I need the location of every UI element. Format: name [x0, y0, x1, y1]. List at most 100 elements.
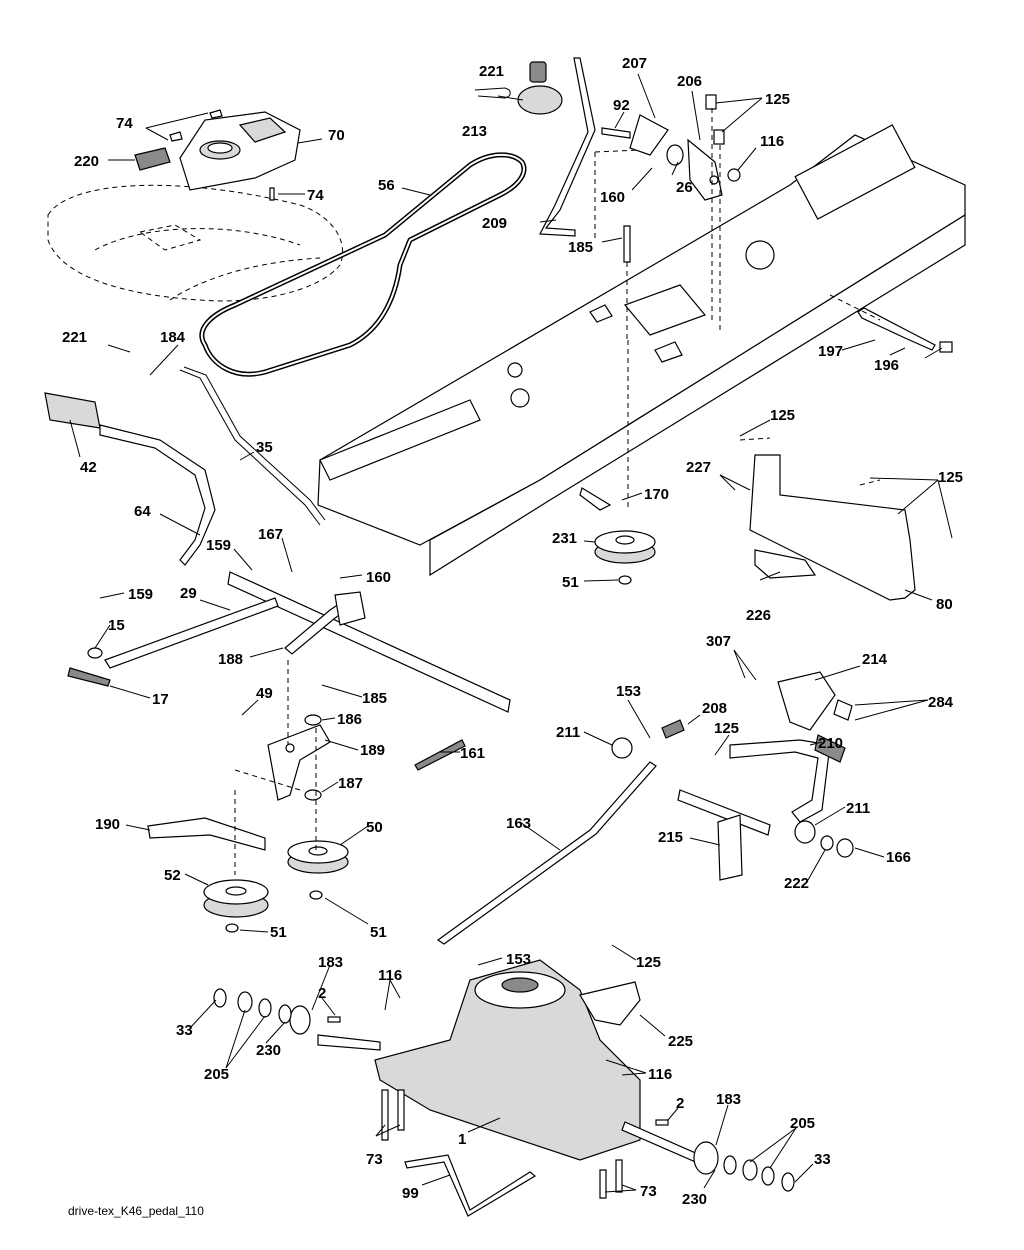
callout-197: 197 [818, 343, 843, 360]
callout-56: 56 [378, 177, 395, 194]
callout-80: 80 [936, 596, 953, 613]
callout-159: 159 [206, 537, 231, 554]
callout-215: 215 [658, 829, 683, 846]
callout-170: 170 [644, 486, 669, 503]
callout-116: 116 [648, 1066, 672, 1083]
callout-2: 2 [318, 985, 326, 1002]
callout-225: 225 [668, 1033, 693, 1050]
bushing-186-187 [304, 714, 322, 801]
callout-205: 205 [790, 1115, 815, 1132]
rod-99 [404, 1154, 537, 1217]
shift-bracket-206 [687, 138, 723, 201]
gauge-220 [134, 147, 171, 171]
transaxle-1 [289, 959, 719, 1175]
callout-labels: 221 213 74 70 220 74 56 207 206 125 92 1… [62, 55, 963, 1208]
callout-184: 184 [160, 329, 186, 346]
spring-17 [67, 667, 111, 687]
callout-211: 211 [556, 724, 580, 741]
callout-92: 92 [613, 97, 630, 114]
callout-185: 185 [568, 239, 593, 256]
callout-160: 160 [366, 569, 391, 586]
callout-160: 160 [600, 189, 625, 206]
callout-222: 222 [784, 875, 809, 892]
callout-209: 209 [482, 215, 507, 232]
callout-33: 33 [176, 1022, 193, 1039]
callout-2: 2 [676, 1095, 684, 1112]
screw-74 [169, 109, 275, 201]
pedal-210 [677, 734, 846, 836]
callout-210: 210 [818, 735, 843, 752]
callout-211: 211 [846, 800, 870, 817]
shift-lever-209 [539, 57, 596, 237]
callout-116: 116 [378, 967, 402, 984]
spring-161 [414, 739, 466, 771]
callout-52: 52 [164, 867, 181, 884]
rod-163 [436, 761, 657, 945]
callout-99: 99 [402, 1185, 419, 1202]
callout-1: 1 [458, 1131, 466, 1148]
pulley-52 [203, 879, 269, 933]
callout-167: 167 [258, 526, 283, 543]
knob-213 [517, 61, 563, 115]
dashed-guides-lower [234, 660, 317, 875]
callout-125: 125 [770, 407, 795, 424]
washer-15 [87, 647, 103, 659]
washers-211-222-166 [611, 737, 854, 858]
callout-163: 163 [506, 815, 531, 832]
callout-159: 159 [128, 586, 153, 603]
callout-125: 125 [938, 469, 963, 486]
arm-188 [284, 591, 366, 655]
rod-29 [104, 597, 279, 669]
callout-231: 231 [552, 530, 577, 547]
callout-206: 206 [677, 73, 702, 90]
callout-125: 125 [636, 954, 661, 971]
callout-50: 50 [366, 819, 383, 836]
lever-64 [99, 424, 216, 566]
callout-186: 186 [337, 711, 362, 728]
callout-214: 214 [862, 651, 888, 668]
idler-pulley-231 [579, 487, 656, 585]
callout-51: 51 [562, 574, 579, 591]
grip-42 [44, 392, 101, 429]
callout-161: 161 [460, 745, 485, 762]
callout-15: 15 [108, 617, 125, 634]
callout-284: 284 [928, 694, 954, 711]
callout-213: 213 [462, 123, 487, 140]
washers-33-205-230 [213, 988, 795, 1192]
diagram-caption: drive-tex_K46_pedal_110 [68, 1204, 204, 1218]
bracket-225 [579, 981, 641, 1026]
bracket-226 [754, 549, 817, 579]
callout-183: 183 [318, 954, 343, 971]
callout-227: 227 [686, 459, 711, 476]
callout-74: 74 [116, 115, 133, 132]
callout-153: 153 [506, 951, 531, 968]
hairpin-clip-221 [474, 87, 511, 99]
frame-chassis [317, 124, 966, 577]
callout-207: 207 [622, 55, 647, 72]
callout-190: 190 [95, 816, 120, 833]
shield-190 [147, 817, 266, 851]
rod-197 [829, 294, 953, 353]
callout-221: 221 [62, 329, 87, 346]
callout-64: 64 [134, 503, 151, 520]
callout-226: 226 [746, 607, 771, 624]
callout-307: 307 [706, 633, 731, 650]
key-2 [327, 1016, 669, 1126]
callout-17: 17 [152, 691, 169, 708]
steering-cover-70 [179, 111, 301, 191]
bolts-125-116-92 [601, 94, 741, 263]
callout-230: 230 [256, 1042, 281, 1059]
callout-221: 221 [479, 63, 504, 80]
dashed-guides [594, 108, 721, 510]
callout-189: 189 [360, 742, 385, 759]
callout-29: 29 [180, 585, 197, 602]
callout-74: 74 [307, 187, 324, 204]
pedal-pad-214 [777, 671, 836, 731]
callout-205: 205 [204, 1066, 229, 1083]
callout-73: 73 [640, 1183, 657, 1200]
bracket-215 [717, 814, 743, 881]
brake-cable-35 [179, 366, 326, 526]
spring-208 [661, 719, 685, 739]
guard-80 [739, 437, 916, 601]
